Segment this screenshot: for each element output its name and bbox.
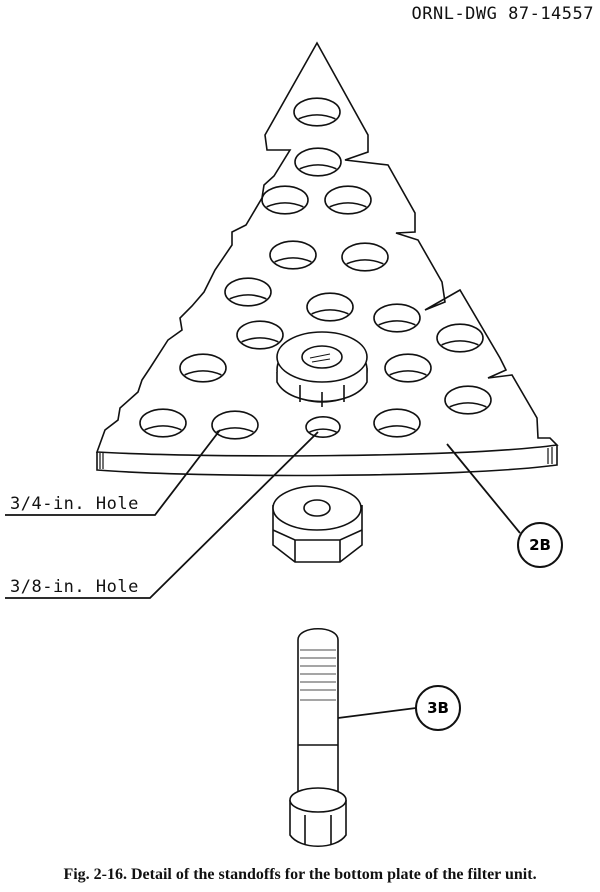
leader-hole-small	[5, 431, 319, 599]
hole	[384, 353, 432, 383]
hole-inner-wall	[311, 309, 349, 315]
drawing-number: ORNL-DWG 87-14557	[411, 4, 594, 24]
callout-3b: 3B	[427, 699, 449, 717]
hex-nut-on-plate	[276, 331, 368, 407]
plate-edge	[96, 445, 558, 477]
hole-inner-wall	[229, 294, 267, 300]
hole	[224, 277, 272, 307]
hole	[293, 97, 341, 127]
hole	[436, 323, 484, 353]
hole	[373, 408, 421, 438]
hole-inner-wall	[184, 370, 222, 376]
hole-inner-wall	[389, 370, 427, 376]
leader-3b	[337, 707, 417, 719]
hole	[305, 415, 341, 438]
hole	[444, 385, 492, 415]
hole-inner-wall	[299, 164, 337, 170]
standoff-bolt	[289, 628, 347, 847]
hole	[236, 320, 284, 350]
hole-inner-wall	[298, 114, 336, 120]
hole	[261, 185, 309, 215]
plate-edge-shade	[99, 447, 553, 469]
hole	[341, 242, 389, 272]
hole	[211, 410, 259, 440]
hole-inner-wall	[266, 202, 304, 208]
leader-hole-large	[5, 429, 221, 516]
hole-inner-wall	[329, 202, 367, 208]
leader-2b	[446, 443, 521, 534]
hole-inner-wall	[144, 425, 182, 431]
hole	[179, 353, 227, 383]
hole	[269, 240, 317, 270]
hole-inner-wall	[274, 257, 312, 263]
holes	[139, 97, 492, 440]
hole	[139, 408, 187, 438]
label-hole-small: 3/8-in. Hole	[10, 577, 139, 597]
hole-inner-wall	[449, 402, 487, 408]
hole-inner-wall	[378, 320, 416, 326]
callout-2b-circle	[517, 522, 563, 568]
hole	[324, 185, 372, 215]
hole-inner-wall	[241, 337, 279, 343]
hole	[373, 303, 421, 333]
bottom-plate	[95, 41, 559, 457]
hole-inner-wall	[441, 340, 479, 346]
callout-3b-circle	[415, 685, 461, 731]
standoff-nut	[272, 485, 363, 563]
hole-inner-wall	[378, 425, 416, 431]
label-hole-large: 3/4-in. Hole	[10, 494, 139, 514]
figure-caption: Fig. 2-16. Detail of the standoffs for t…	[63, 866, 537, 883]
callout-2b: 2B	[529, 536, 551, 554]
hole	[294, 147, 342, 177]
hole-inner-wall	[346, 259, 384, 265]
hole-inner-wall	[309, 428, 337, 433]
hole	[306, 292, 354, 322]
